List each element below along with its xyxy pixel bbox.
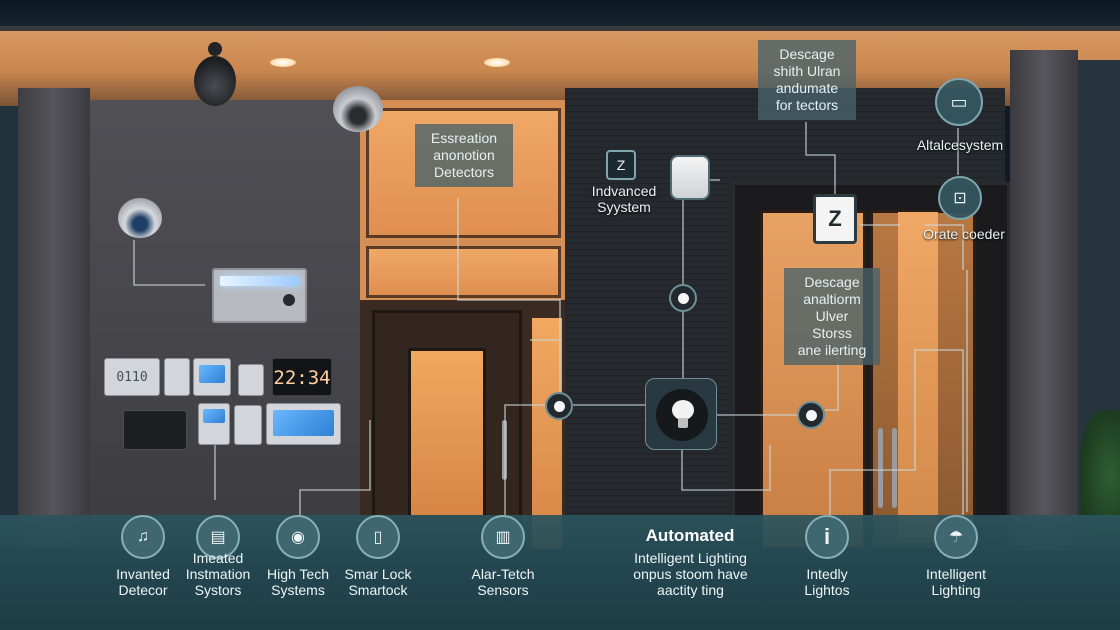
control-screen[interactable] bbox=[266, 403, 341, 445]
digital-clock: 22:34 bbox=[272, 358, 332, 396]
door-handle-right-2 bbox=[892, 428, 897, 508]
feature-label-intelligent-lighting: Intelligent Lighting bbox=[926, 566, 986, 598]
dome-camera-2-icon bbox=[333, 86, 383, 132]
altalcesystem-label: Altalcesystem bbox=[916, 137, 1004, 153]
feature-label-alar-tetch: Alar-Tetch Sensors bbox=[471, 566, 535, 598]
small-panel[interactable] bbox=[238, 364, 264, 396]
left-wall bbox=[90, 100, 360, 550]
smart-bulb-icon bbox=[656, 389, 708, 441]
connection-node-2 bbox=[797, 401, 825, 429]
intercom-panel[interactable] bbox=[212, 268, 307, 323]
callout-top-right: Descage shith Ulran andumate for tectors bbox=[758, 40, 856, 120]
garage-door-glass bbox=[898, 212, 938, 542]
automated-description: Intelligent Lighting onpus stoom have aa… bbox=[633, 550, 748, 598]
battery-icon: ▥ bbox=[481, 515, 525, 559]
connection-node-1 bbox=[545, 392, 573, 420]
door-handle-right-1 bbox=[878, 428, 883, 508]
lock-icon: ⊡ bbox=[938, 176, 982, 220]
advanced-system-label: Indvanced Syystem bbox=[591, 183, 657, 215]
smart-lock-icon: ▯ bbox=[356, 515, 400, 559]
security-box[interactable] bbox=[123, 410, 187, 450]
smart-hub[interactable] bbox=[645, 378, 717, 450]
switch-panel[interactable] bbox=[164, 358, 190, 396]
router-icon: ▭ bbox=[935, 78, 983, 126]
camera-icon: ◉ bbox=[276, 515, 320, 559]
feature-label-smart-lock: Smar Lock Smartock bbox=[344, 566, 412, 598]
control-screen-display bbox=[273, 410, 334, 436]
downlight-2 bbox=[484, 58, 510, 67]
orate-coeder-label: Orate coeder bbox=[923, 226, 1005, 242]
dome-camera-icon bbox=[194, 56, 236, 106]
garage-door-a bbox=[760, 210, 866, 550]
thermostat-panel[interactable] bbox=[193, 358, 231, 396]
switch-panel-2[interactable] bbox=[234, 405, 262, 445]
front-door-glass bbox=[408, 348, 486, 518]
camera-mount-1 bbox=[208, 42, 222, 56]
thermostat-screen bbox=[199, 365, 225, 383]
connection-node-3 bbox=[669, 284, 697, 312]
right-pillar bbox=[1010, 50, 1078, 550]
feature-label-invanted: Invanted Detecor bbox=[116, 566, 170, 598]
sidelight bbox=[532, 318, 562, 548]
headset-icon: ♫ bbox=[121, 515, 165, 559]
dome-camera-3-icon bbox=[118, 198, 162, 238]
intercom-lens-icon bbox=[283, 294, 295, 306]
keypad-panel[interactable]: 0110 bbox=[104, 358, 160, 396]
far-left-wall bbox=[0, 106, 18, 546]
feature-strip bbox=[0, 515, 1120, 630]
keypad-small-screen bbox=[203, 409, 225, 423]
advanced-system-icon: Z bbox=[606, 150, 636, 180]
feature-label-imeated: Imeated Instmation Systors bbox=[185, 550, 251, 598]
left-pillar bbox=[18, 88, 90, 548]
callout-mid-right: Descage analtiorm Ulver Storss ane ilert… bbox=[784, 268, 880, 365]
feature-label-high-tech: High Tech Systems bbox=[266, 566, 329, 598]
automated-title: Automated bbox=[645, 526, 735, 545]
downlight-1 bbox=[270, 58, 296, 67]
panel-icon: ▤ bbox=[196, 515, 240, 559]
feature-label-intedly: Intedly Lightos bbox=[804, 566, 850, 598]
motion-sensor[interactable] bbox=[670, 155, 710, 200]
callout-detectors: Essreation anonotion Detectors bbox=[415, 124, 513, 187]
zwave-icon: Z bbox=[813, 194, 857, 244]
intercom-light-bar bbox=[220, 276, 300, 286]
lower-transom bbox=[366, 246, 561, 298]
info-icon: i bbox=[805, 515, 849, 559]
keypad-small[interactable] bbox=[198, 403, 230, 445]
keypad-panel-text: 0110 bbox=[116, 370, 148, 385]
lighting-icon: ☂ bbox=[934, 515, 978, 559]
roof-edge bbox=[0, 26, 1120, 31]
